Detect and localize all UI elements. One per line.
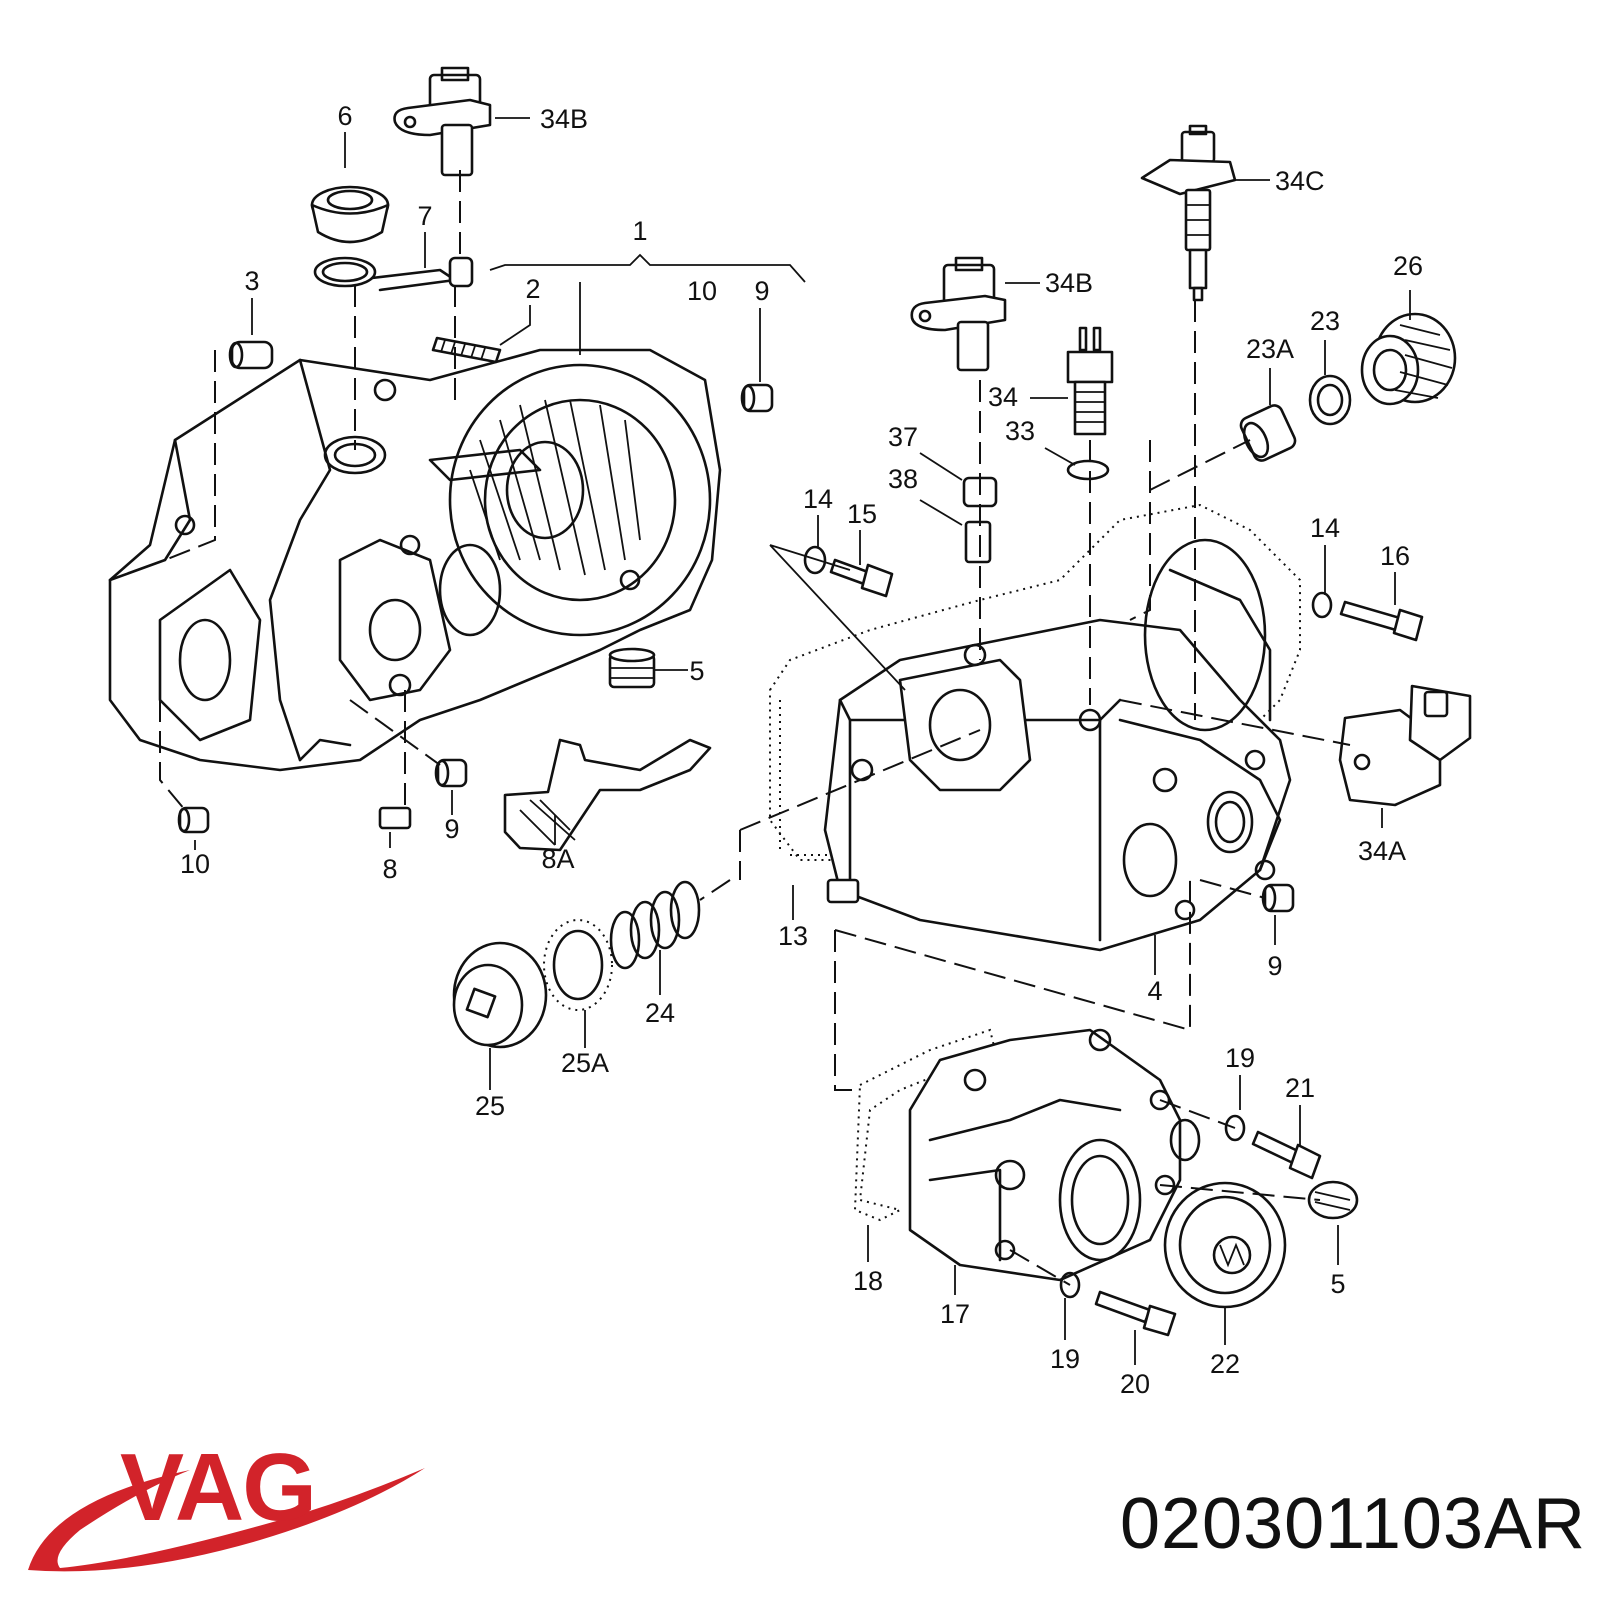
callout-6: 6: [337, 101, 352, 131]
bush-9-right: [1261, 883, 1295, 913]
callout-15: 15: [847, 499, 877, 529]
seal-23: [1308, 374, 1352, 426]
callout-1: 1: [632, 216, 647, 246]
stud-bolt-2: [431, 336, 502, 364]
callout-3: 3: [244, 266, 259, 296]
bush-9-left: [434, 758, 468, 788]
sensor-34a: [1338, 684, 1472, 807]
bolt-15: [803, 545, 894, 598]
callout-20: 20: [1120, 1369, 1150, 1399]
cap-22: [1163, 1181, 1287, 1309]
callout-23: 23: [1310, 306, 1340, 336]
callout-34b: 34B: [540, 104, 588, 134]
bolt-20: [1059, 1271, 1177, 1337]
callout-24: 24: [645, 998, 675, 1028]
callout-21: 21: [1285, 1073, 1315, 1103]
shield-plate-8a: [503, 738, 712, 852]
callout-9: 9: [1267, 951, 1282, 981]
key-8: [378, 806, 412, 830]
gasket-25a: [543, 919, 613, 1011]
plug-5-right: [1307, 1180, 1359, 1220]
screw-plug-25: [452, 941, 548, 1049]
callout-19: 19: [1050, 1344, 1080, 1374]
bush-9-top: [740, 383, 774, 413]
callout-34: 34: [988, 382, 1018, 412]
callout-38: 38: [888, 464, 918, 494]
spring-24: [609, 880, 701, 970]
sensor-34b-top: [393, 66, 492, 177]
callout-9: 9: [444, 814, 459, 844]
callout-14: 14: [1310, 513, 1340, 543]
gearbox-housing-left: [108, 348, 722, 772]
callout-17: 17: [940, 1299, 970, 1329]
callout-10: 10: [687, 276, 717, 306]
switch-34: [1066, 326, 1114, 436]
gearbox-housing-center: [823, 538, 1292, 952]
callout-26: 26: [1393, 251, 1423, 281]
callout-16: 16: [1380, 541, 1410, 571]
callout-4: 4: [1147, 976, 1162, 1006]
part-number: 020301103AR: [1119, 1484, 1586, 1564]
callout-22: 22: [1210, 1349, 1240, 1379]
flange-26: [1360, 312, 1457, 406]
callout-34a: 34A: [1358, 836, 1406, 866]
bush-23a: [1239, 404, 1297, 462]
bearing-sleeve-6: [310, 185, 390, 244]
plug-5-left: [608, 647, 656, 689]
callout-labels: 6 34B 7 1 2 10 9 3 5 10 8 9 8A 34C 34B 2…: [180, 101, 1423, 1399]
cover-17: [908, 1028, 1182, 1282]
transmission-exploded-diagram: 6 34B 7 1 2 10 9 3 5 10 8 9 8A 34C 34B 2…: [108, 66, 1472, 1399]
sensor-34c: [1140, 124, 1237, 302]
leader-lines: [194, 117, 1411, 1365]
bolt-21: [1169, 1114, 1322, 1180]
callout-33: 33: [1005, 416, 1035, 446]
callout-25: 25: [475, 1091, 505, 1121]
callout-34c: 34C: [1275, 166, 1325, 196]
assembly-axis-lines: [159, 170, 1351, 1286]
bush-10-bottom: [177, 806, 210, 834]
seal-ring-33: [1066, 459, 1110, 481]
callout-13: 13: [778, 921, 808, 951]
callout-14: 14: [803, 484, 833, 514]
callout-8: 8: [382, 854, 397, 884]
gasket-13: [769, 503, 1301, 861]
logo-wordmark: VAG: [120, 1434, 315, 1541]
logo-swoosh: [28, 1468, 425, 1572]
plug-3: [228, 340, 274, 370]
callout-18: 18: [853, 1266, 883, 1296]
sensor-34b-middle: [910, 256, 1007, 372]
callout-34b: 34B: [1045, 268, 1093, 298]
callout-5: 5: [1330, 1269, 1345, 1299]
callout-37: 37: [888, 422, 918, 452]
callout-5: 5: [689, 656, 704, 686]
callout-23a: 23A: [1246, 334, 1294, 364]
callout-19: 19: [1225, 1043, 1255, 1073]
callout-8a: 8A: [541, 844, 574, 874]
vag-logo: VAG: [28, 1434, 425, 1572]
callout-7: 7: [417, 201, 432, 231]
callout-9: 9: [754, 276, 769, 306]
callout-2: 2: [525, 274, 540, 304]
callout-10: 10: [180, 849, 210, 879]
bolt-16: [1311, 591, 1424, 642]
callout-25a: 25A: [561, 1048, 609, 1078]
seal-and-lever-7: [313, 256, 474, 292]
